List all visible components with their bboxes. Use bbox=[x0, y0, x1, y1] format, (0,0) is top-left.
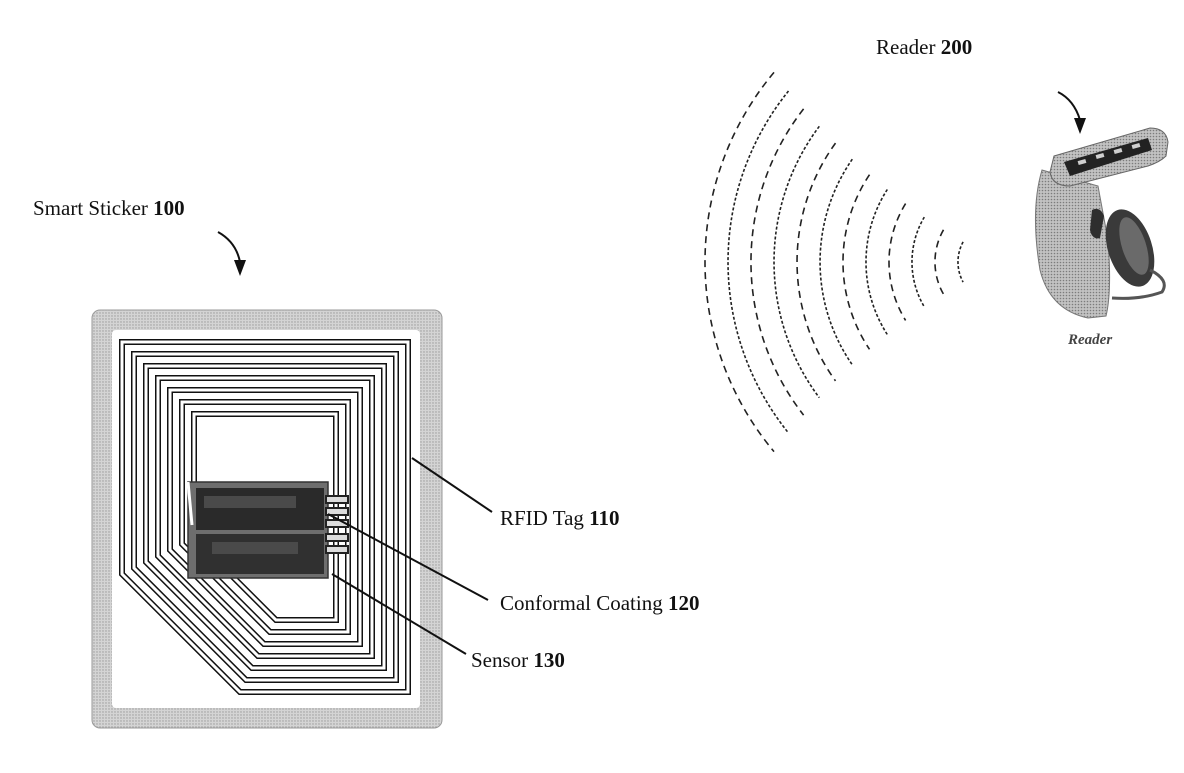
sensor-label-number: 130 bbox=[533, 648, 565, 672]
reader-label: Reader 200 bbox=[876, 37, 972, 58]
conformal-coating-label-number: 120 bbox=[667, 591, 700, 615]
coil-loop-fill bbox=[168, 388, 362, 646]
radio-wave-arc bbox=[888, 203, 907, 321]
coil-loop-fill bbox=[156, 376, 374, 658]
reader-device-icon bbox=[1034, 127, 1169, 319]
coil-loop-fill bbox=[144, 364, 386, 670]
coil-loop-fill bbox=[120, 340, 410, 694]
reader-label-number: 200 bbox=[940, 35, 973, 59]
radio-wave-arc bbox=[704, 71, 775, 453]
sensor-label: Sensor 130 bbox=[471, 650, 565, 671]
reader-caption: Reader bbox=[1068, 332, 1113, 348]
reader-arrow-head-icon bbox=[1074, 118, 1086, 134]
radio-wave-arc bbox=[865, 189, 888, 335]
smart-sticker-label-text: Smart Sticker bbox=[33, 196, 148, 220]
radio-wave-arc bbox=[934, 229, 945, 295]
radio-wave-arc bbox=[911, 216, 925, 308]
smart-sticker-label-number: 100 bbox=[153, 196, 185, 220]
sticker-arrow-head-icon bbox=[234, 260, 246, 276]
rfid-tag-label-text: RFID Tag bbox=[500, 506, 584, 530]
smart-sticker-label: Smart Sticker 100 bbox=[33, 198, 185, 219]
radio-waves-icon bbox=[704, 71, 964, 453]
reader-label-text: Reader bbox=[876, 35, 936, 59]
conformal-coating-label-text: Conformal Coating bbox=[500, 591, 663, 615]
radio-wave-arc bbox=[957, 241, 964, 283]
radio-wave-arc bbox=[750, 108, 805, 416]
radio-wave-arc bbox=[819, 158, 853, 366]
coil-loop-fill bbox=[132, 352, 398, 682]
conformal-coating-label: Conformal Coating 120 bbox=[500, 593, 699, 614]
pointer-arrows bbox=[217, 91, 1081, 263]
sensor-label-text: Sensor bbox=[471, 648, 529, 672]
radio-wave-arc bbox=[796, 142, 837, 382]
rfid-tag-label-number: 110 bbox=[589, 506, 620, 530]
radio-wave-arc bbox=[773, 125, 820, 399]
rfid-tag-label: RFID Tag 110 bbox=[500, 508, 620, 529]
radio-wave-arc bbox=[727, 90, 790, 434]
sensor-chip-icon bbox=[186, 481, 349, 579]
radio-wave-arc bbox=[842, 174, 871, 350]
coil-loop-fill bbox=[180, 400, 350, 634]
leader-lines bbox=[327, 457, 493, 655]
